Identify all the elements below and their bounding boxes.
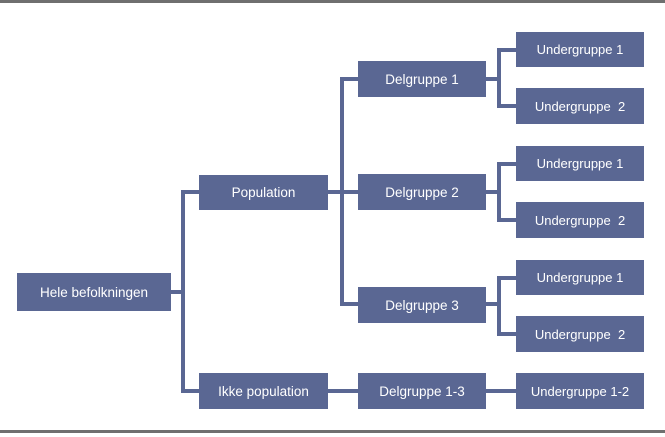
node-undergruppe-1-a: Undergruppe 1 bbox=[516, 32, 644, 67]
node-root: Hele befolkningen bbox=[17, 273, 171, 311]
node-undergruppe-2-a: Undergruppe 2 bbox=[516, 88, 644, 124]
node-undergruppe-2-c: Undergruppe 2 bbox=[516, 316, 644, 352]
bottom-rule bbox=[0, 430, 665, 433]
node-delgruppe-3: Delgruppe 3 bbox=[358, 287, 486, 323]
top-rule bbox=[0, 0, 665, 3]
node-delgruppe-1: Delgruppe 1 bbox=[358, 61, 486, 97]
node-undergruppe-1-c: Undergruppe 1 bbox=[516, 260, 644, 295]
node-undergruppe-1-b: Undergruppe 1 bbox=[516, 146, 644, 181]
node-ikke-population: Ikke population bbox=[199, 373, 328, 409]
node-delgruppe-1-3: Delgruppe 1-3 bbox=[358, 373, 486, 409]
node-undergruppe-2-b: Undergruppe 2 bbox=[516, 202, 644, 238]
node-population: Population bbox=[199, 175, 328, 210]
node-delgruppe-2: Delgruppe 2 bbox=[358, 174, 486, 210]
node-undergruppe-1-2: Undergruppe 1-2 bbox=[516, 373, 644, 409]
